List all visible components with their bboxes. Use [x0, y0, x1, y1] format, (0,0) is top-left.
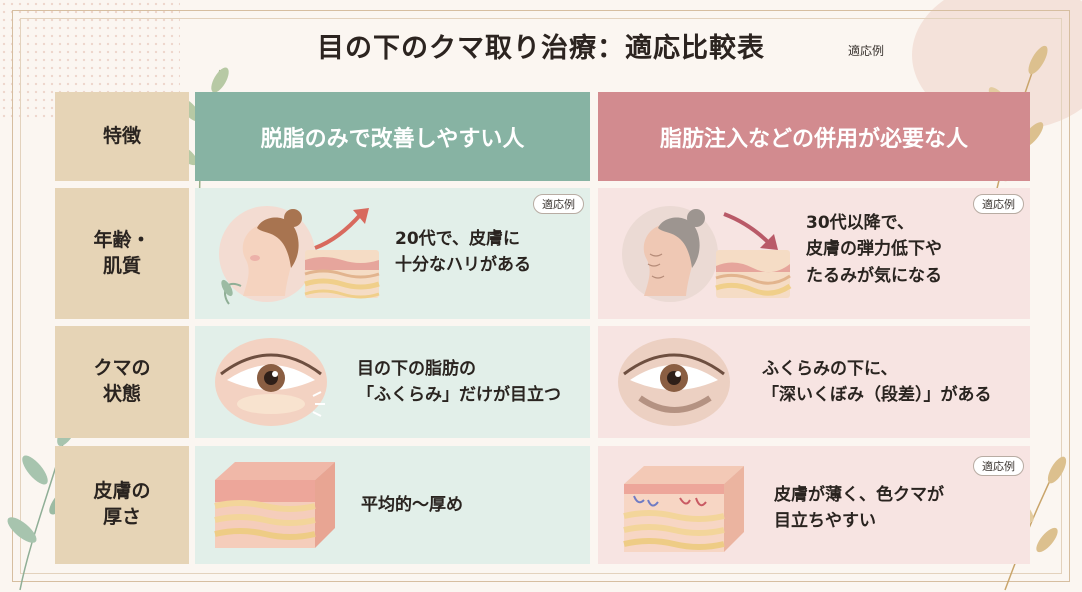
skin-block-icon — [214, 462, 335, 548]
woman-young-icon — [219, 206, 315, 305]
row-label-text: 年齢・ 肌質 — [93, 228, 151, 277]
cell-age-combined: 適応例 30代以降で、 皮膚の弾力低下や たるみが気になる — [598, 188, 1030, 319]
cell-thickness-defat: 平均的〜厚め — [195, 446, 590, 564]
cell-text: 30代以降で、 皮膚の弾力低下や たるみが気になる — [806, 213, 942, 286]
arrow-down-icon — [723, 212, 778, 250]
cell-text: 目の下の脂肪の 「ふくらみ」だけが目立つ — [357, 359, 561, 406]
row-label-skin-thickness: 皮膚の 厚さ — [55, 446, 189, 564]
example-badge: 適応例 — [973, 194, 1024, 214]
row-label-text: 皮膚の 厚さ — [93, 480, 151, 528]
row-label-age-skin: 年齢・ 肌質 — [55, 188, 189, 319]
cell-text: 皮膚が薄く、色クマが 目立ちやすい — [774, 485, 944, 532]
column-header-combined: 脂肪注入などの併用が必要な人 — [598, 92, 1030, 181]
skin-layer-icon — [715, 250, 792, 298]
feature-label: 特徴 — [55, 92, 189, 181]
woman-older-icon — [622, 206, 718, 302]
column-header-defat-only: 脱脂のみで改善しやすい人 — [195, 92, 590, 181]
cell-text: ふくらみの下に、 「深いくぼみ（段差）」がある — [762, 359, 992, 406]
eye-hollow-icon — [618, 338, 730, 426]
example-badge: 適応例 — [533, 194, 584, 214]
cell-text: 平均的〜厚め — [361, 495, 463, 515]
cell-bag-combined: ふくらみの下に、 「深いくぼみ（段差）」がある — [598, 326, 1030, 438]
eye-puffy-icon — [215, 338, 327, 426]
skin-layer-icon — [304, 250, 380, 299]
page-title: 目の下のクマ取り治療：適応比較表 — [317, 33, 765, 64]
example-badge: 適応例 — [973, 456, 1024, 476]
title-note: 適応例 — [848, 44, 885, 58]
skin-block-icon — [623, 466, 744, 552]
row-label-text: クマの 状態 — [93, 357, 151, 405]
cell-bag-defat: 目の下の脂肪の 「ふくらみ」だけが目立つ — [195, 326, 590, 438]
cell-text: 20代で、皮膚に 十分なハリがある — [395, 229, 531, 276]
cell-thickness-combined: 適応例 皮膚が薄く、色クマが 目立ちやすい — [598, 446, 1030, 564]
row-label-bag-state: クマの 状態 — [55, 326, 189, 438]
cell-age-defat: 適応例 20代で、皮膚に 十分なハリがある — [195, 188, 590, 319]
arrow-up-icon — [314, 208, 369, 250]
